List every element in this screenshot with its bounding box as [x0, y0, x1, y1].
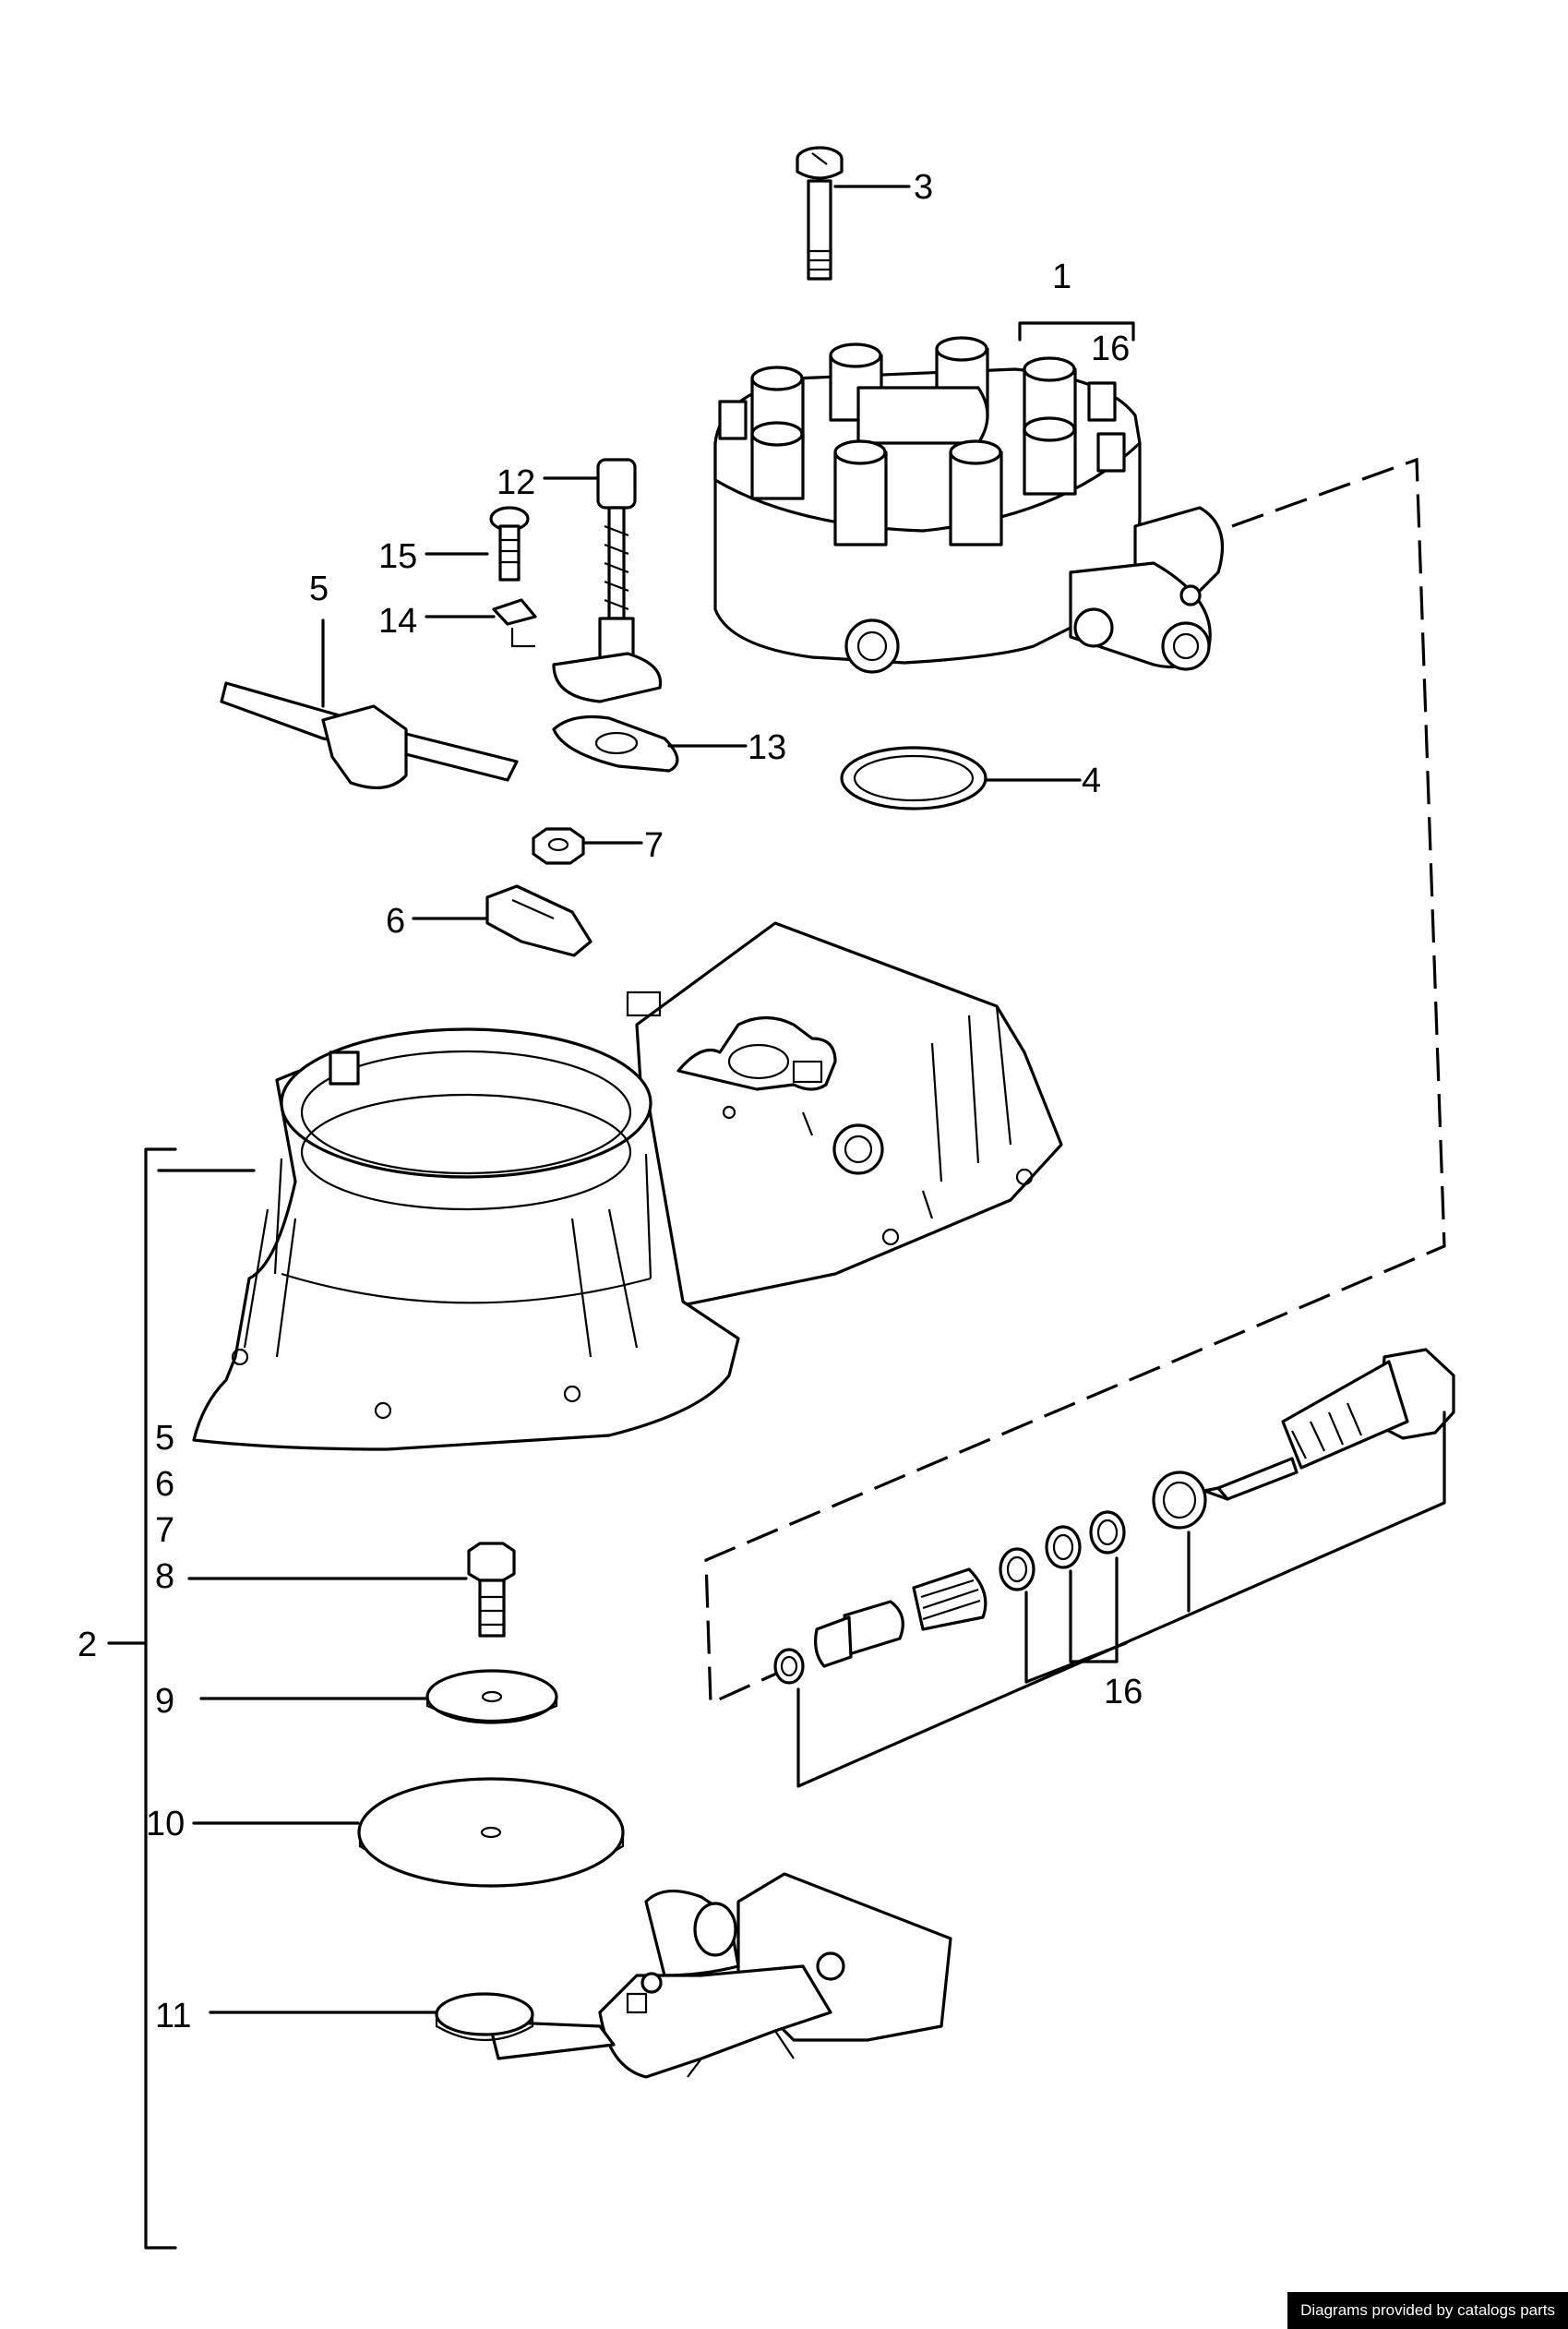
- part-1-distributor-head: [713, 336, 1225, 674]
- part-5-bracket: [220, 681, 519, 789]
- callout-1: 1: [1052, 258, 1071, 296]
- group-callout-6: 6: [155, 1465, 174, 1504]
- diagram-credit: Diagrams provided by catalogs parts: [1287, 2292, 1568, 2329]
- part-9-washer: [425, 1669, 558, 1724]
- callout-14: 14: [378, 602, 417, 641]
- part-3-screw: [796, 146, 844, 281]
- bracket-2: [144, 1147, 177, 2250]
- group-callout-7: 7: [155, 1511, 174, 1550]
- callout-13: 13: [748, 728, 786, 767]
- callout-6-top: 6: [386, 902, 405, 941]
- part-6-connector: [485, 884, 592, 957]
- part-11-lever-assembly: [435, 1872, 952, 2079]
- callout-5-top: 5: [309, 570, 329, 608]
- part-15-screw: [489, 506, 530, 582]
- callout-4: 4: [1082, 762, 1101, 800]
- callout-3: 3: [914, 168, 933, 207]
- main-housing: [192, 921, 1063, 1451]
- group-callout-8: 8: [155, 1557, 174, 1596]
- callout-2: 2: [78, 1626, 97, 1664]
- part-8-bolt: [467, 1542, 516, 1638]
- dashed-route: [704, 457, 1446, 1706]
- part-13-gasket: [552, 714, 679, 773]
- callout-16-top: 16: [1091, 330, 1130, 368]
- group-callout-5: 5: [155, 1419, 174, 1458]
- bracket-1-16: [1018, 321, 1135, 342]
- callout-15: 15: [378, 537, 417, 576]
- group-callout-9: 9: [155, 1682, 174, 1721]
- group-callout-11: 11: [155, 1997, 191, 2035]
- part-10-diaphragm: [357, 1777, 625, 1888]
- group-callout-10: 10: [146, 1805, 185, 1843]
- callout-16-bottom: 16: [1104, 1673, 1143, 1711]
- part-16-valve-kit: [773, 1348, 1455, 1788]
- part-14-clip: [492, 598, 537, 648]
- part-7-nut: [532, 827, 585, 865]
- part-12-plunger: [552, 458, 663, 703]
- part-4-o-ring: [840, 746, 987, 810]
- callout-7-top: 7: [644, 826, 664, 865]
- callout-12: 12: [497, 463, 535, 502]
